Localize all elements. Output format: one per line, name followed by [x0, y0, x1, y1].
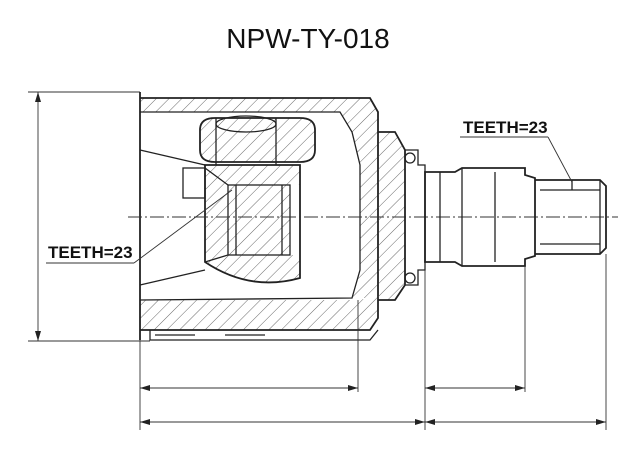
teeth-label-left: TEETH=23: [46, 189, 233, 264]
teeth-left-text: TEETH=23: [48, 243, 133, 262]
teeth-label-right: TEETH=23: [460, 118, 573, 183]
spider-hub: [182, 164, 301, 284]
part-number-title: NPW-TY-018: [226, 23, 389, 54]
stub-shaft: [424, 167, 607, 267]
teeth-right-text: TEETH=23: [463, 118, 548, 137]
tripod-roller: [199, 115, 316, 165]
outer-housing: [139, 92, 379, 341]
height-dimension: [28, 91, 150, 342]
length-dimensions: [139, 254, 607, 430]
seal-flange: [378, 131, 426, 301]
